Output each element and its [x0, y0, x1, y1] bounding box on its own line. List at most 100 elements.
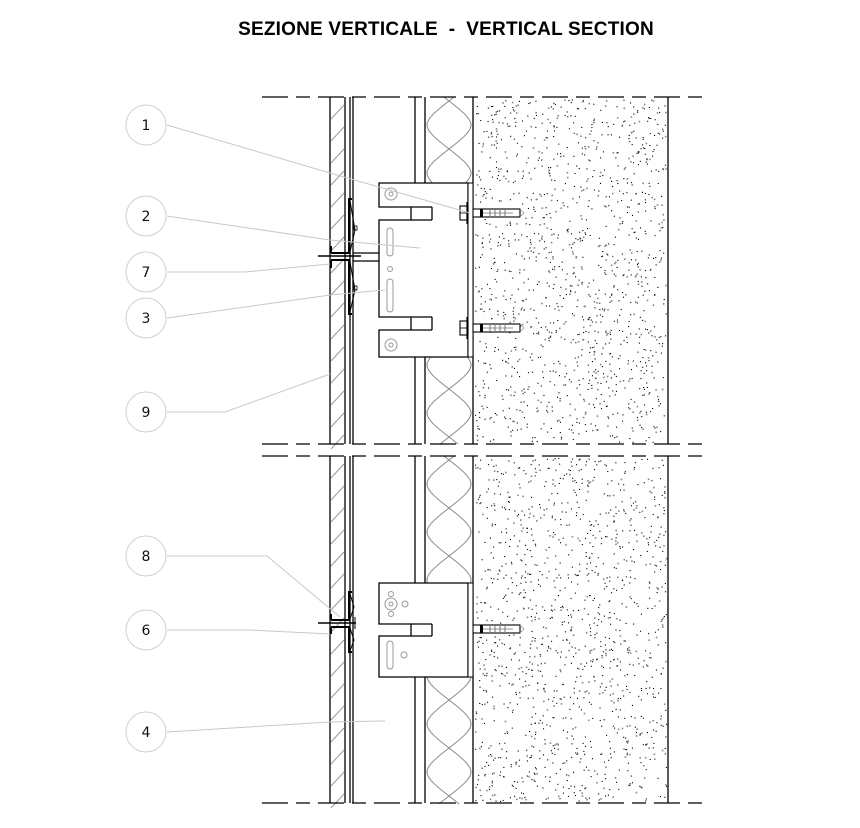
concrete-speckle [561, 511, 563, 513]
concrete-speckle [575, 482, 577, 484]
concrete-speckle [574, 794, 576, 796]
concrete-speckle [509, 199, 511, 201]
concrete-speckle [617, 684, 619, 686]
concrete-speckle [501, 642, 503, 644]
concrete-speckle [622, 275, 624, 277]
concrete-speckle [504, 733, 506, 735]
concrete-speckle [649, 721, 651, 724]
concrete-speckle [534, 638, 536, 640]
concrete-speckle [641, 690, 643, 692]
concrete-speckle [593, 279, 595, 281]
concrete-speckle [526, 426, 528, 429]
concrete-speckle [593, 189, 595, 191]
concrete-speckle [484, 219, 486, 221]
concrete-speckle [547, 107, 550, 109]
concrete-speckle [482, 195, 484, 197]
concrete-speckle [490, 552, 492, 554]
concrete-speckle [645, 687, 647, 689]
concrete-speckle [566, 147, 568, 149]
concrete-speckle [660, 718, 662, 720]
concrete-speckle [546, 193, 548, 195]
concrete-speckle [605, 465, 607, 467]
concrete-speckle [588, 146, 590, 148]
concrete-speckle [567, 206, 569, 208]
concrete-speckle [550, 106, 552, 108]
leader-lines [166, 124, 471, 733]
concrete-speckle [567, 615, 569, 617]
concrete-speckle [521, 120, 523, 122]
concrete-speckle [609, 301, 611, 303]
concrete-speckle [562, 478, 564, 480]
concrete-speckle [497, 313, 499, 316]
concrete-speckle [611, 293, 613, 295]
concrete-speckle [549, 647, 552, 650]
concrete-speckle [609, 495, 611, 497]
bracket-assembly-upper [318, 182, 474, 358]
concrete-speckle [617, 576, 619, 579]
concrete-speckle [597, 523, 599, 525]
concrete-speckle [635, 137, 637, 139]
concrete-speckle [618, 330, 620, 332]
concrete-speckle [590, 130, 592, 132]
concrete-speckle [491, 582, 493, 584]
concrete-speckle [593, 118, 595, 120]
concrete-speckle [653, 257, 655, 259]
concrete-speckle [552, 536, 554, 538]
concrete-speckle [479, 747, 481, 750]
concrete-speckle [480, 303, 482, 305]
concrete-speckle [656, 539, 658, 541]
concrete-speckle [642, 182, 644, 185]
concrete-speckle [555, 650, 557, 652]
concrete-speckle [574, 408, 576, 411]
concrete-speckle [537, 357, 539, 359]
concrete-speckle [517, 750, 519, 752]
concrete-speckle [588, 159, 590, 161]
concrete-speckle [628, 649, 631, 652]
concrete-speckle [595, 293, 597, 295]
concrete-speckle [627, 283, 629, 285]
concrete-speckle [564, 115, 566, 117]
concrete-speckle [535, 767, 537, 769]
concrete-speckle [660, 336, 662, 338]
concrete-speckle [605, 686, 607, 688]
concrete-speckle [549, 725, 551, 727]
concrete-speckle [574, 291, 576, 293]
concrete-speckle [544, 743, 546, 745]
concrete-speckle [645, 411, 647, 413]
concrete-speckle [606, 406, 608, 408]
concrete-speckle [605, 225, 607, 227]
concrete-speckle [501, 673, 504, 675]
concrete-speckle [654, 134, 656, 136]
concrete-speckle [557, 783, 559, 785]
concrete-speckle [510, 764, 512, 766]
concrete-speckle [635, 534, 638, 536]
concrete-speckle [605, 332, 607, 334]
concrete-speckle [605, 273, 607, 275]
concrete-speckle [604, 308, 606, 310]
concrete-speckle [572, 439, 574, 441]
callout-7: 7 [125, 251, 167, 293]
concrete-speckle [539, 571, 541, 573]
concrete-speckle [606, 253, 608, 255]
concrete-speckle [533, 746, 535, 748]
concrete-speckle [647, 665, 649, 667]
concrete-speckle [490, 577, 492, 579]
concrete-speckle [582, 236, 585, 239]
concrete-speckle [661, 749, 664, 752]
callout-label: 4 [142, 725, 151, 741]
concrete-speckle [565, 384, 567, 386]
concrete-speckle [536, 333, 538, 335]
concrete-speckle [593, 622, 595, 624]
concrete-speckle [526, 775, 528, 777]
concrete-speckle [588, 692, 590, 695]
concrete-speckle [551, 616, 553, 618]
concrete-speckle [548, 570, 550, 573]
concrete-speckle [491, 650, 493, 652]
concrete-speckle [493, 503, 495, 505]
concrete-speckle [616, 152, 618, 154]
concrete-speckle [586, 568, 588, 570]
concrete-speckle [633, 106, 635, 108]
concrete-speckle [609, 694, 611, 696]
concrete-speckle [505, 375, 507, 377]
concrete-speckle [600, 109, 602, 111]
